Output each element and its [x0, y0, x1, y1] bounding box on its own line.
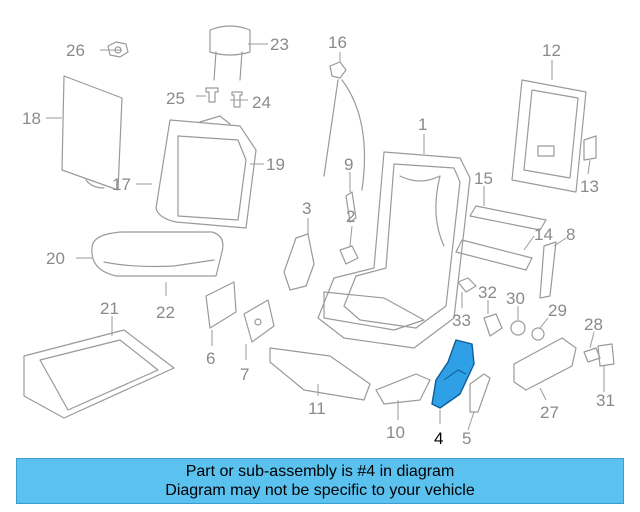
part-12-back-panel — [511, 79, 587, 193]
callout-7: 7 — [240, 365, 249, 384]
callout-4-highlighted: 4 — [434, 429, 443, 448]
callout-21: 21 — [100, 299, 119, 318]
part-3-hinge — [283, 233, 315, 291]
part-19-back-cushion — [155, 115, 257, 229]
callout-31: 31 — [596, 391, 615, 410]
callout-22: 22 — [156, 303, 175, 322]
part-14-track — [455, 239, 533, 271]
callout-5: 5 — [462, 429, 471, 448]
part-21-floor-mat — [23, 329, 175, 419]
callout-19: 19 — [266, 155, 285, 174]
callout-28: 28 — [584, 315, 603, 334]
part-9-bracket — [345, 191, 357, 223]
callout-20: 20 — [46, 249, 65, 268]
callout-27: 27 — [540, 403, 559, 422]
part-32-bracket — [483, 313, 503, 337]
part-16-cable — [323, 61, 366, 191]
part-30-knob — [510, 320, 526, 336]
callout-11: 11 — [308, 399, 326, 418]
info-banner-line-2: Diagram may not be specific to your vehi… — [165, 482, 475, 499]
callout-14: 14 — [534, 225, 553, 244]
callout-18: 18 — [22, 109, 41, 128]
part-25-guide — [205, 87, 219, 103]
callout-9: 9 — [344, 155, 353, 174]
part-24-guide — [231, 91, 243, 108]
info-banner-line-1: Part or sub-assembly is #4 in diagram — [185, 463, 455, 480]
part-6-panel — [205, 281, 237, 329]
part-29-knob — [531, 327, 545, 341]
callout-16: 16 — [328, 33, 347, 52]
callout-17: 17 — [112, 175, 131, 194]
leader-lines — [46, 43, 605, 431]
callout-10: 10 — [386, 423, 405, 442]
callout-12: 12 — [542, 41, 561, 60]
part-10-rail — [375, 373, 431, 405]
callout-32: 32 — [478, 283, 497, 302]
part-4-trim-highlighted — [431, 339, 475, 409]
callout-25: 25 — [166, 89, 185, 108]
parts-diagram: 26 23 16 12 25 24 18 1 19 9 15 17 13 3 2… — [22, 25, 615, 448]
callout-23: 23 — [270, 35, 289, 54]
callout-8: 8 — [566, 225, 575, 244]
callout-29: 29 — [548, 301, 567, 320]
callout-26: 26 — [66, 41, 85, 60]
part-20-seat-cushion — [91, 231, 224, 277]
part-13-latch — [583, 135, 597, 161]
part-8-bracket — [539, 241, 557, 299]
callout-3: 3 — [302, 199, 311, 218]
part-2-latch — [339, 245, 359, 265]
part-18-back-panel — [61, 75, 123, 191]
part-1-seat-frame — [317, 151, 471, 349]
callout-30: 30 — [506, 289, 525, 308]
callout-labels: 26 23 16 12 25 24 18 1 19 9 15 17 13 3 2… — [22, 33, 615, 448]
part-11-trim — [269, 347, 371, 401]
callout-6: 6 — [206, 349, 215, 368]
part-27-armrest — [513, 337, 577, 391]
info-banner: Part or sub-assembly is #4 in diagram Di… — [16, 458, 624, 504]
callout-2: 2 — [346, 207, 355, 226]
part-7-bracket — [243, 299, 275, 343]
part-23-headrest — [209, 25, 251, 81]
part-28-bushing — [583, 347, 601, 363]
callout-1: 1 — [418, 115, 427, 134]
callout-33: 33 — [452, 311, 471, 330]
callout-13: 13 — [580, 177, 599, 196]
part-15-rail — [469, 205, 547, 231]
part-31-cap — [597, 343, 615, 367]
part-33-clip — [457, 277, 477, 293]
part-5-cover — [469, 373, 491, 413]
callout-15: 15 — [474, 169, 493, 188]
callout-24: 24 — [252, 93, 271, 112]
